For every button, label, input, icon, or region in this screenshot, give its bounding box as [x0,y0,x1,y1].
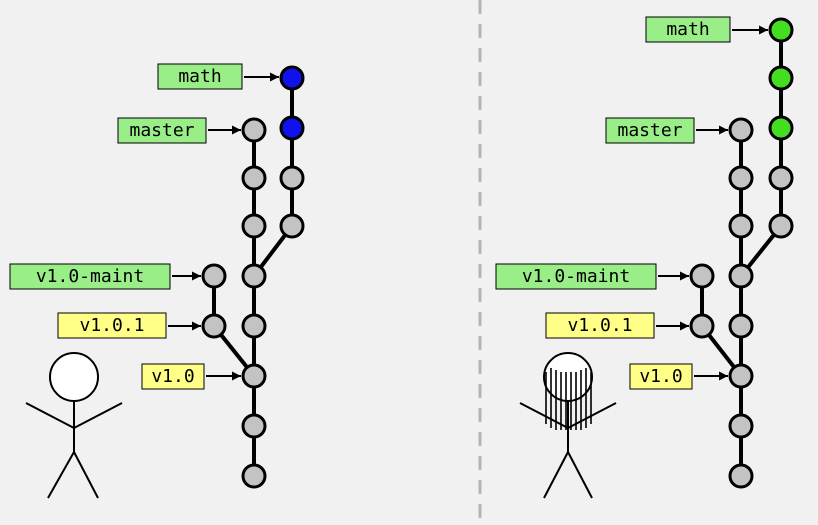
commit-node [728,313,754,339]
tag-label-text: v1.0.1 [567,315,632,336]
tag-label-v101: v1.0.1 [545,312,689,339]
branch-label-master: master [117,117,241,144]
branch-label-text: math [178,66,221,87]
tag-label-text: v1.0.1 [79,315,144,336]
commit-node-math-new [279,115,305,141]
commit-node [728,463,754,489]
commit-node [241,213,267,239]
left-commits [201,65,305,489]
commit-node [728,213,754,239]
commit-node [241,263,267,289]
branch-label-text: v1.0-maint [522,266,630,287]
commit-node [241,313,267,339]
branch-label-math: math [157,63,279,90]
stick-figure-with-hair [519,352,617,499]
branch-label-maint: v1.0-maint [495,263,689,290]
tag-label-v10: v1.0 [141,363,241,390]
commit-node [689,313,715,339]
commit-node [279,213,305,239]
tag-label-v101: v1.0.1 [57,312,201,339]
commit-node [728,363,754,389]
right-commits [689,17,794,489]
commit-node-math-tip [768,17,794,43]
commit-node-maint-tip [201,263,227,289]
branch-label-text: math [666,19,709,40]
tag-label-v10: v1.0 [629,363,728,390]
commit-node [241,363,267,389]
commit-node [241,463,267,489]
branch-label-maint: v1.0-maint [9,263,201,290]
stick-figure-plain [25,352,123,499]
commit-node [201,313,227,339]
branch-label-text: v1.0-maint [36,266,144,287]
commit-node-master-tip [241,117,267,143]
branch-label-text: master [617,120,682,141]
commit-node [279,165,305,191]
commit-node [728,413,754,439]
left-labels: math master v1.0-maint v1.0.1 v1.0 [9,63,279,390]
hair-strands [545,368,592,430]
commit-node-math-new [768,115,794,141]
commit-node [768,165,794,191]
right-labels: math master v1.0-maint v1.0.1 v1.0 [495,16,768,390]
commit-node-master-tip [728,117,754,143]
right-repo: math master v1.0-maint v1.0.1 v1.0 [495,16,794,499]
branch-label-math: math [645,16,768,43]
commit-node [241,165,267,191]
commit-node-maint-tip [689,263,715,289]
left-repo: math master v1.0-maint v1.0.1 v1.0 [9,63,305,499]
commit-node [768,213,794,239]
branch-label-master: master [605,117,728,144]
tag-label-text: v1.0 [151,366,194,387]
commit-node [728,165,754,191]
commit-node [728,263,754,289]
commit-node [241,413,267,439]
tag-label-text: v1.0 [639,366,682,387]
commit-node-math-tip [279,65,305,91]
branch-label-text: master [129,120,194,141]
commit-node-math-new [768,65,794,91]
